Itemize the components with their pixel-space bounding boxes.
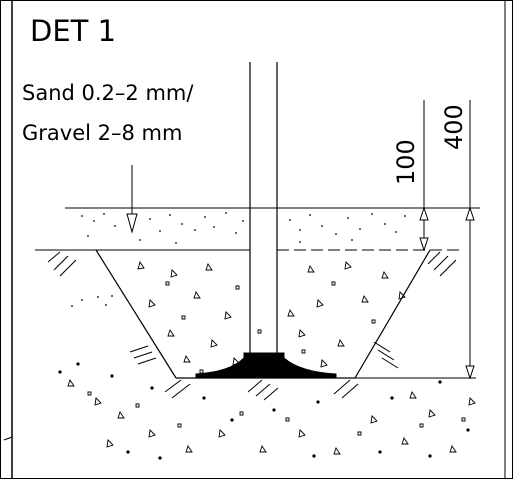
dim-sand-layer-value: 100 <box>392 139 420 185</box>
pole <box>249 62 278 355</box>
material-label-line2: Gravel 2–8 mm <box>22 121 182 145</box>
dim-400-arrow-top <box>465 206 475 221</box>
material-label-line1: Sand 0.2–2 mm/ <box>22 81 194 105</box>
hatch-top-right <box>427 251 457 277</box>
hatch-top-left <box>47 251 77 277</box>
dim-100-arrow-bottom <box>419 237 429 252</box>
base-plate <box>195 352 337 379</box>
dimensions <box>419 100 476 380</box>
hatch-bottom-left <box>164 379 191 399</box>
gravel-fill-markers <box>67 260 476 455</box>
dim-100-arrow-top <box>419 206 429 221</box>
sand-layer-stipple <box>71 212 406 307</box>
gravel-dots <box>58 362 470 460</box>
dim-total-depth-value: 400 <box>440 104 468 150</box>
hatch-left-wall <box>129 345 157 365</box>
hatch-right-wall <box>373 341 399 369</box>
detail-title: DET 1 <box>30 14 116 48</box>
base-flange <box>243 352 285 359</box>
base-footing <box>195 357 337 379</box>
hatch-bottom-center <box>247 379 279 401</box>
gravel-squares <box>87 281 466 436</box>
left-tick <box>3 436 13 441</box>
material-leader <box>126 165 138 234</box>
gravel-triangles-trench <box>137 260 406 368</box>
leader-arrowhead <box>126 213 138 234</box>
trench-left-wall <box>95 249 177 379</box>
ground-layers <box>35 207 480 251</box>
hatch-bottom-right <box>333 379 359 399</box>
trench-right-wall <box>354 249 431 379</box>
dim-400-arrow-bottom <box>465 365 475 380</box>
soil-hatching <box>47 251 457 401</box>
gravel-triangles-subsoil <box>67 378 476 455</box>
